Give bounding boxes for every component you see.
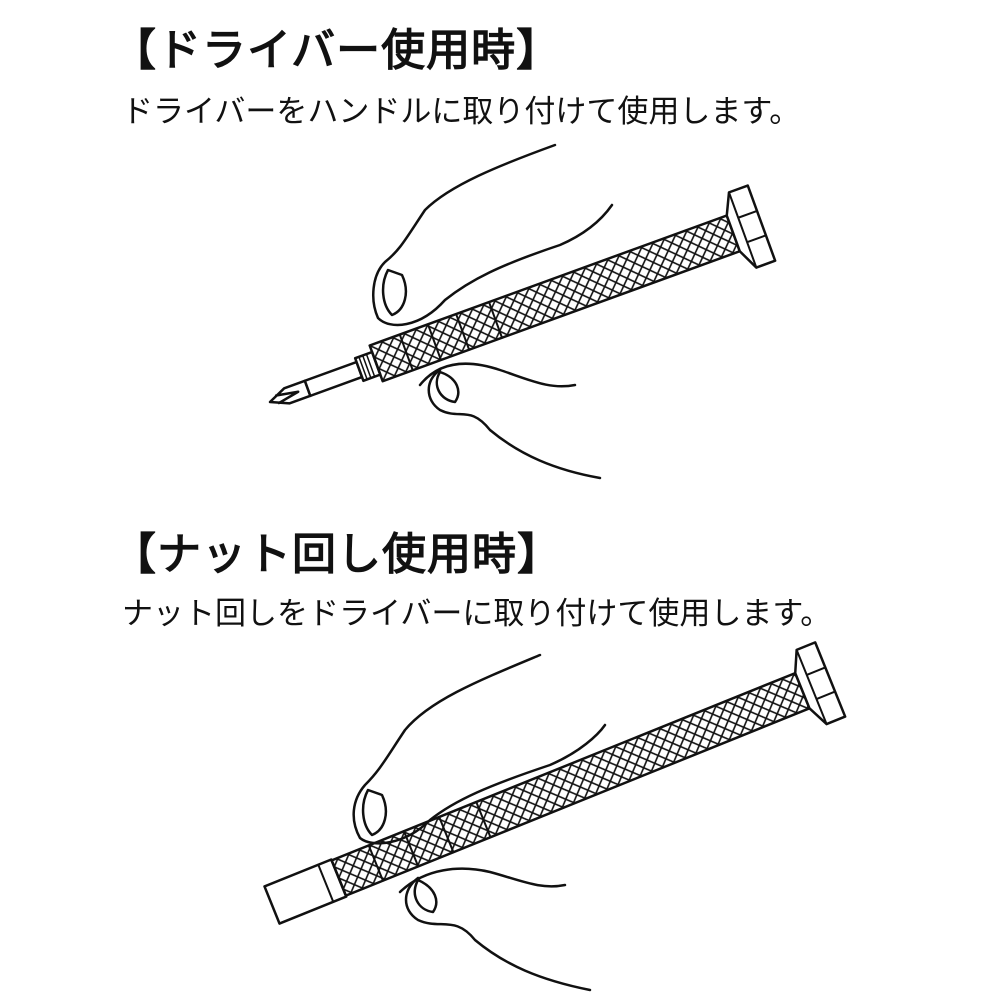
hand-upper-finger — [372, 143, 614, 327]
fingernail-icon — [361, 788, 388, 837]
section-1-description: ドライバーをハンドルに取り付けて使用します。 — [122, 94, 801, 130]
hand-lower-thumb — [398, 867, 592, 992]
section-2-heading: 【ナット回し使用時】 — [112, 529, 562, 580]
illustration-screwdriver-bit — [268, 143, 777, 480]
screwdriver — [263, 641, 847, 925]
section-1-heading: 【ドライバー使用時】 — [112, 25, 562, 76]
bit-shaft — [303, 360, 364, 398]
thumbnail-icon — [435, 370, 460, 404]
hand-upper-finger — [352, 653, 607, 845]
section-2-description: ナット回しをドライバーに取り付けて使用します。 — [122, 596, 832, 632]
illustration-nut-driver — [263, 641, 847, 992]
knurled-handle — [330, 671, 811, 897]
fingernail-icon — [381, 268, 408, 317]
knurled-handle — [368, 214, 742, 383]
screwdriver — [268, 184, 777, 405]
phillips-bit-tip — [268, 379, 312, 405]
hand-lower-thumb — [418, 362, 602, 480]
thumbnail-icon — [413, 878, 438, 914]
